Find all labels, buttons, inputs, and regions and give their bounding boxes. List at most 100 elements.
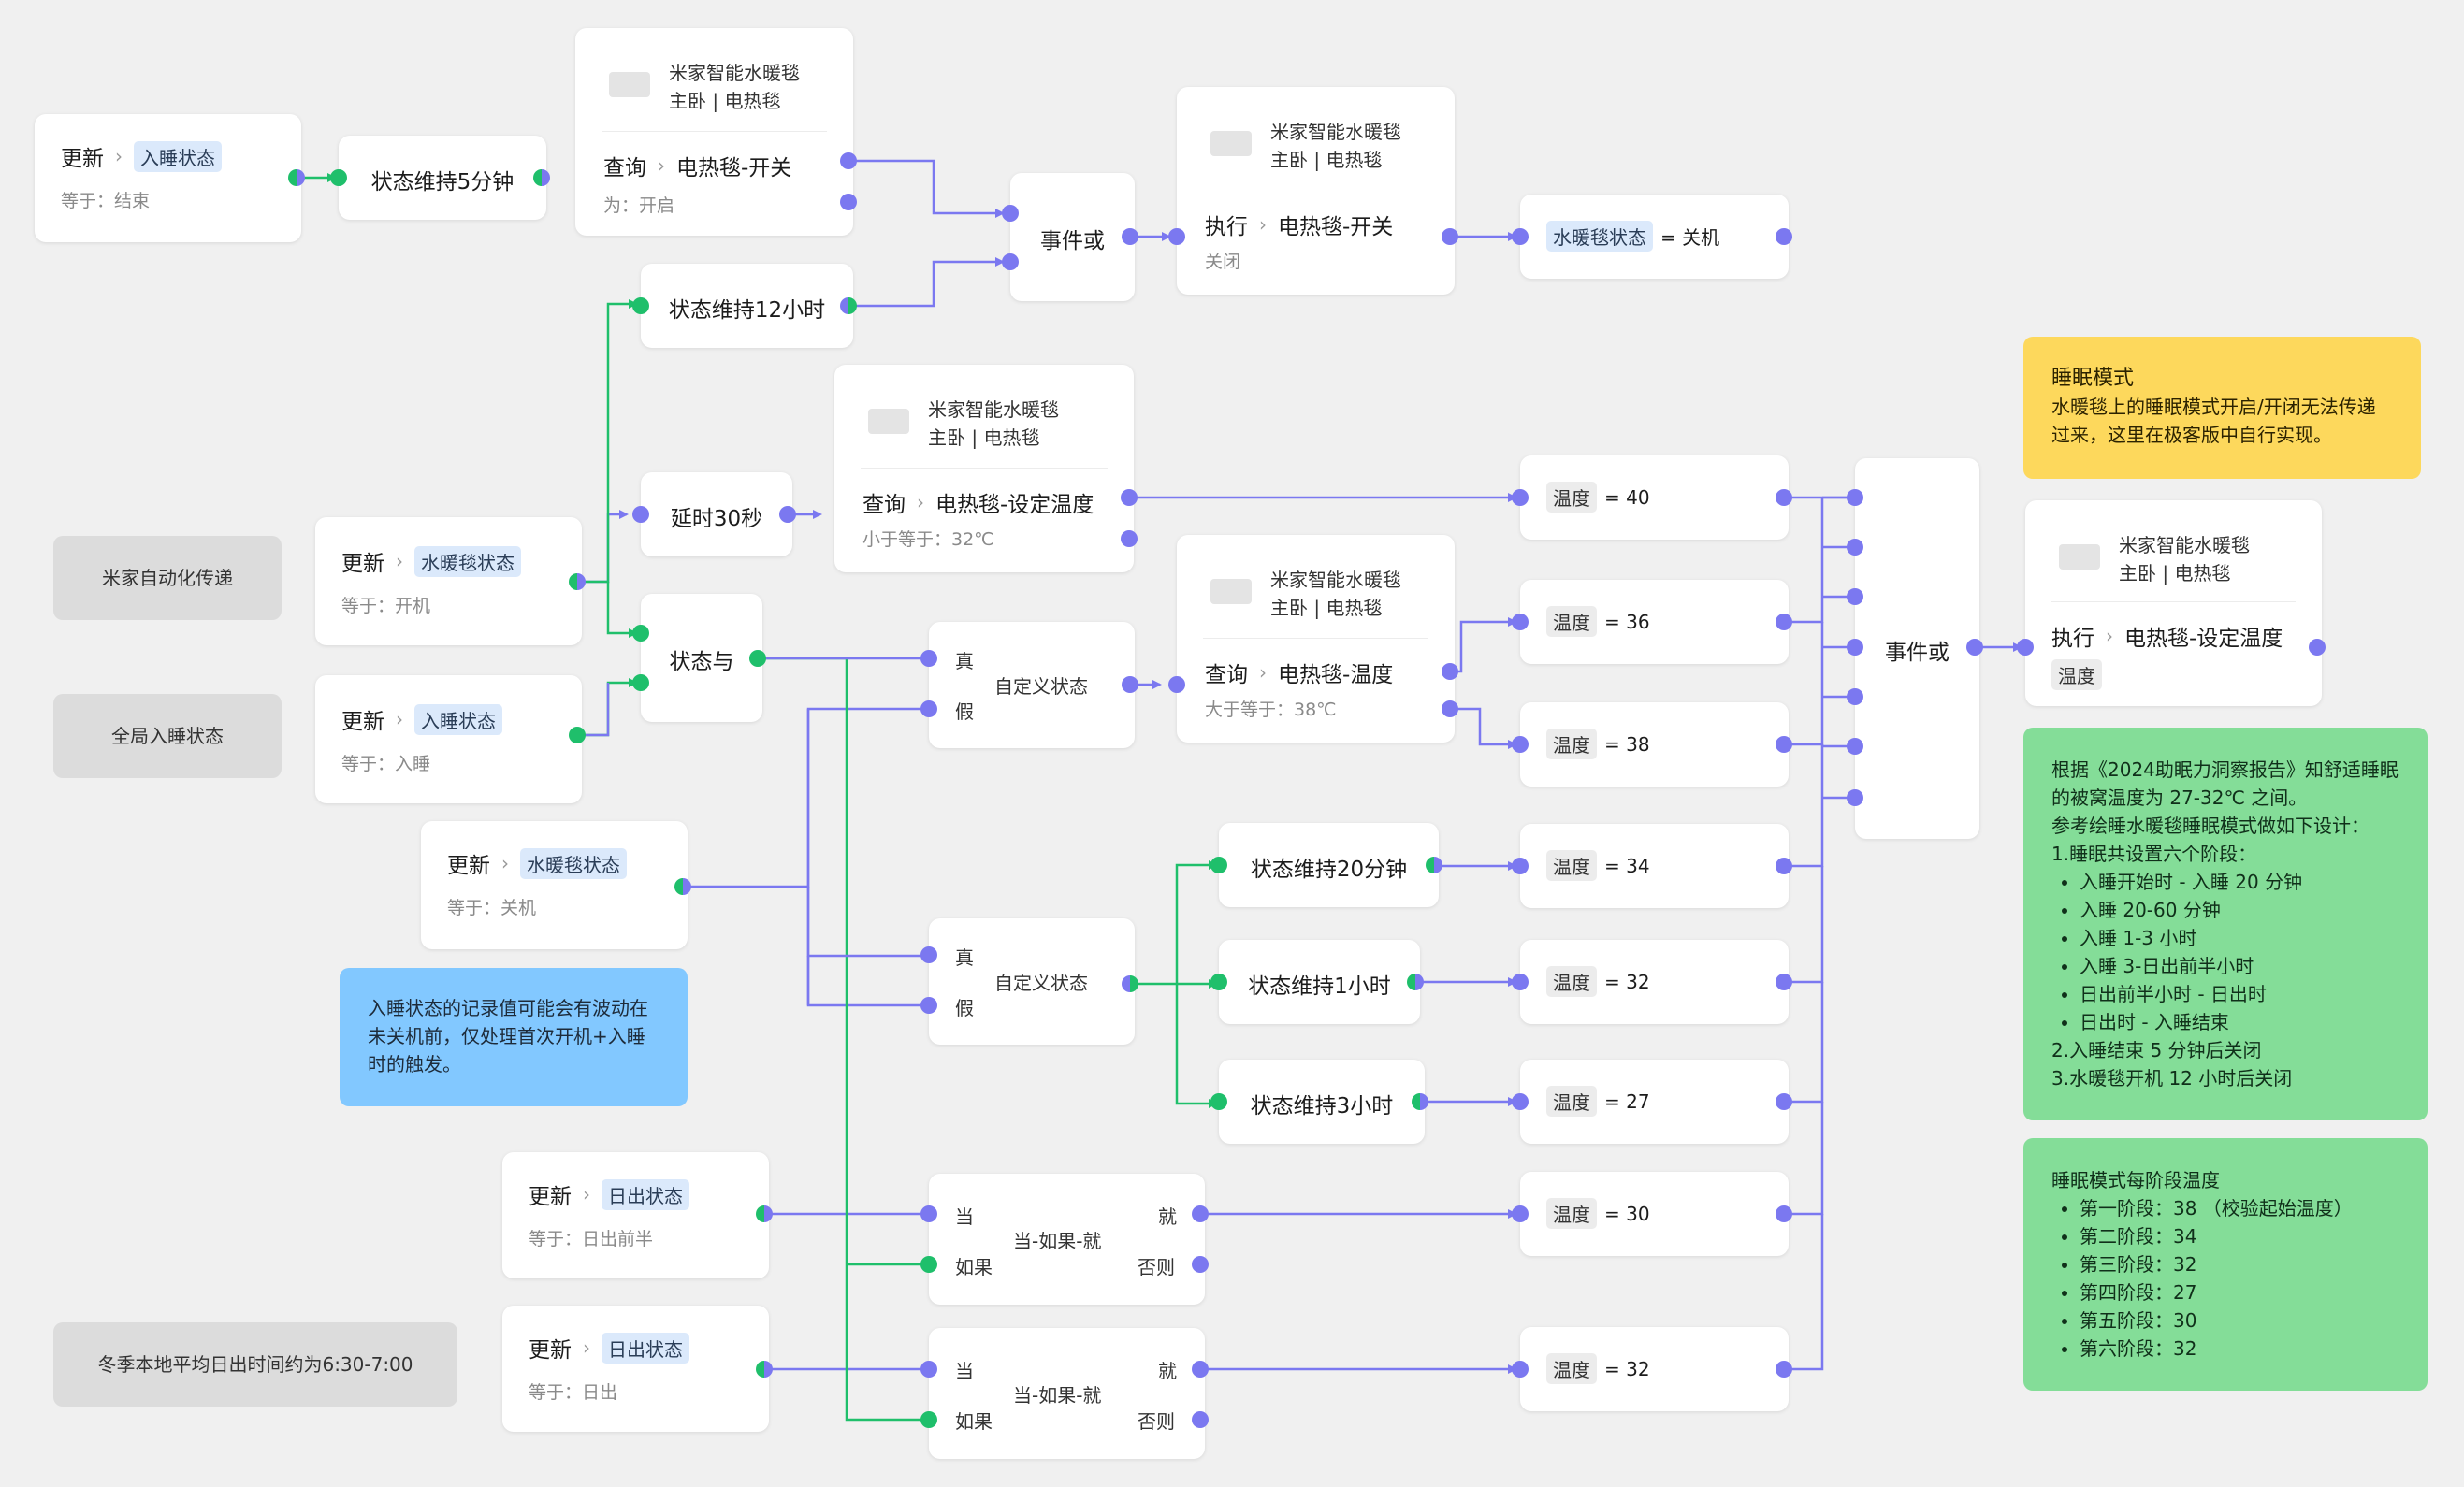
temp-node-40[interactable]: 温度= 40 <box>1512 455 1792 540</box>
trigger-sunrise[interactable]: 更新›日出状态 等于：日出 <box>502 1306 773 1432</box>
input-port[interactable] <box>330 169 347 186</box>
input-port[interactable] <box>1210 974 1227 990</box>
output-port[interactable] <box>1122 975 1138 992</box>
output-port[interactable] <box>569 573 586 590</box>
output-port-true[interactable] <box>840 152 857 169</box>
output-port-false[interactable] <box>840 194 857 210</box>
device-exec-switch[interactable]: 米家智能水暖毯 主卧 | 电热毯 执行›电热毯-开关 关闭 <box>1168 87 1458 295</box>
input-port[interactable] <box>632 625 649 642</box>
device-query-switch[interactable]: 米家智能水暖毯 主卧 | 电热毯 查询›电热毯-开关 为：开启 <box>575 28 857 236</box>
input-port-true[interactable] <box>920 650 937 667</box>
output-port[interactable] <box>1776 614 1792 630</box>
output-port[interactable] <box>1776 858 1792 874</box>
when-if-then-1[interactable]: 当 如果 就 否则 当-如果-就 <box>920 1174 1209 1305</box>
output-port[interactable] <box>1776 228 1792 245</box>
output-port-false[interactable] <box>1121 530 1138 547</box>
output-port[interactable] <box>2309 639 2326 656</box>
trigger-blanket-off[interactable]: 更新›水暖毯状态 等于：关机 <box>421 821 691 949</box>
output-port[interactable] <box>1412 1093 1428 1110</box>
input-port[interactable] <box>1512 614 1529 630</box>
temp-node-27[interactable]: 温度= 27 <box>1512 1060 1792 1144</box>
trigger-sleep-in[interactable]: 更新›入睡状态 等于：入睡 <box>315 675 586 803</box>
output-port[interactable] <box>1442 228 1458 245</box>
input-port[interactable] <box>1847 588 1863 605</box>
output-port[interactable] <box>1776 1361 1792 1378</box>
output-port-true[interactable] <box>1121 489 1138 506</box>
temp-node-30[interactable]: 温度= 30 <box>1512 1172 1792 1256</box>
input-port[interactable] <box>1847 738 1863 755</box>
output-port[interactable] <box>1776 1205 1792 1222</box>
trigger-blanket-on[interactable]: 更新›水暖毯状态 等于：开机 <box>315 517 586 645</box>
output-port[interactable] <box>1122 228 1138 245</box>
input-port[interactable] <box>1847 489 1863 506</box>
temp-node-32b[interactable]: 温度= 32 <box>1512 1327 1792 1411</box>
output-port[interactable] <box>674 878 691 895</box>
temp-node-32a[interactable]: 温度= 32 <box>1512 940 1792 1024</box>
output-port[interactable] <box>1407 974 1424 990</box>
input-port[interactable] <box>1512 1093 1529 1110</box>
input-port[interactable] <box>1210 857 1227 873</box>
output-port-else[interactable] <box>1192 1411 1209 1428</box>
output-port-else[interactable] <box>1192 1256 1209 1273</box>
input-port-if[interactable] <box>920 1411 937 1428</box>
device-exec-set-temp[interactable]: 米家智能水暖毯 主卧 | 电热毯 执行›电热毯-设定温度 温度 <box>2017 500 2326 706</box>
input-port[interactable] <box>1512 1205 1529 1222</box>
output-port[interactable] <box>1122 676 1138 693</box>
trigger-sleep-end[interactable]: 更新›入睡状态 等于：结束 <box>35 114 305 242</box>
input-port[interactable] <box>1847 539 1863 556</box>
output-port-false[interactable] <box>1442 700 1458 717</box>
input-port[interactable] <box>632 674 649 691</box>
output-port[interactable] <box>840 297 857 314</box>
output-port[interactable] <box>779 506 796 523</box>
input-port[interactable] <box>1210 1093 1227 1110</box>
output-port[interactable] <box>288 169 305 186</box>
duration-5min[interactable]: 状态维持5分钟 <box>330 136 550 220</box>
input-port-if[interactable] <box>920 1256 937 1273</box>
input-port-false[interactable] <box>920 997 937 1014</box>
input-port[interactable] <box>1168 228 1185 245</box>
input-port[interactable] <box>1002 205 1019 222</box>
input-port[interactable] <box>1512 736 1529 753</box>
input-port[interactable] <box>1512 228 1529 245</box>
device-query-set-temp[interactable]: 米家智能水暖毯 主卧 | 电热毯 查询›电热毯-设定温度 小于等于：32℃ <box>834 365 1138 572</box>
temp-node-36[interactable]: 温度= 36 <box>1512 580 1792 664</box>
duration-3h[interactable]: 状态维持3小时 <box>1210 1060 1428 1144</box>
input-port[interactable] <box>1847 789 1863 806</box>
when-if-then-2[interactable]: 当 如果 就 否则 当-如果-就 <box>920 1328 1209 1459</box>
output-port[interactable] <box>1776 489 1792 506</box>
input-port[interactable] <box>1002 253 1019 270</box>
input-port[interactable] <box>1512 489 1529 506</box>
output-port[interactable] <box>1776 736 1792 753</box>
event-or-main[interactable]: 事件或 <box>1847 458 1983 839</box>
input-port[interactable] <box>632 506 649 523</box>
output-port-true[interactable] <box>1442 663 1458 680</box>
output-port-then[interactable] <box>1192 1205 1209 1222</box>
output-port[interactable] <box>569 727 586 744</box>
input-port[interactable] <box>2017 639 2034 656</box>
input-port[interactable] <box>632 297 649 314</box>
input-port-true[interactable] <box>920 946 937 963</box>
duration-1h[interactable]: 状态维持1小时 <box>1210 940 1424 1024</box>
input-port[interactable] <box>1512 858 1529 874</box>
custom-state-2[interactable]: 真 假 自定义状态 <box>920 918 1138 1045</box>
temp-node-34[interactable]: 温度= 34 <box>1512 824 1792 908</box>
input-port[interactable] <box>1512 974 1529 990</box>
input-port[interactable] <box>1847 688 1863 705</box>
input-port[interactable] <box>1512 1361 1529 1378</box>
output-port[interactable] <box>533 169 550 186</box>
duration-20min[interactable]: 状态维持20分钟 <box>1210 823 1442 907</box>
input-port-when[interactable] <box>920 1205 937 1222</box>
input-port-when[interactable] <box>920 1361 937 1378</box>
output-port[interactable] <box>749 650 766 667</box>
device-query-temp[interactable]: 米家智能水暖毯 主卧 | 电热毯 查询›电热毯-温度 大于等于：38℃ <box>1168 535 1458 743</box>
delay-30s[interactable]: 延时30秒 <box>632 472 796 556</box>
output-port[interactable] <box>756 1361 773 1378</box>
duration-12h[interactable]: 状态维持12小时 <box>632 264 857 348</box>
input-port[interactable] <box>1168 676 1185 693</box>
output-port[interactable] <box>756 1205 773 1222</box>
output-port[interactable] <box>1426 857 1442 873</box>
event-or-top[interactable]: 事件或 <box>1002 173 1138 301</box>
custom-state-1[interactable]: 真 假 自定义状态 <box>920 622 1138 748</box>
blanket-status-off[interactable]: 水暖毯状态= 关机 <box>1512 195 1792 279</box>
output-port[interactable] <box>1776 1093 1792 1110</box>
